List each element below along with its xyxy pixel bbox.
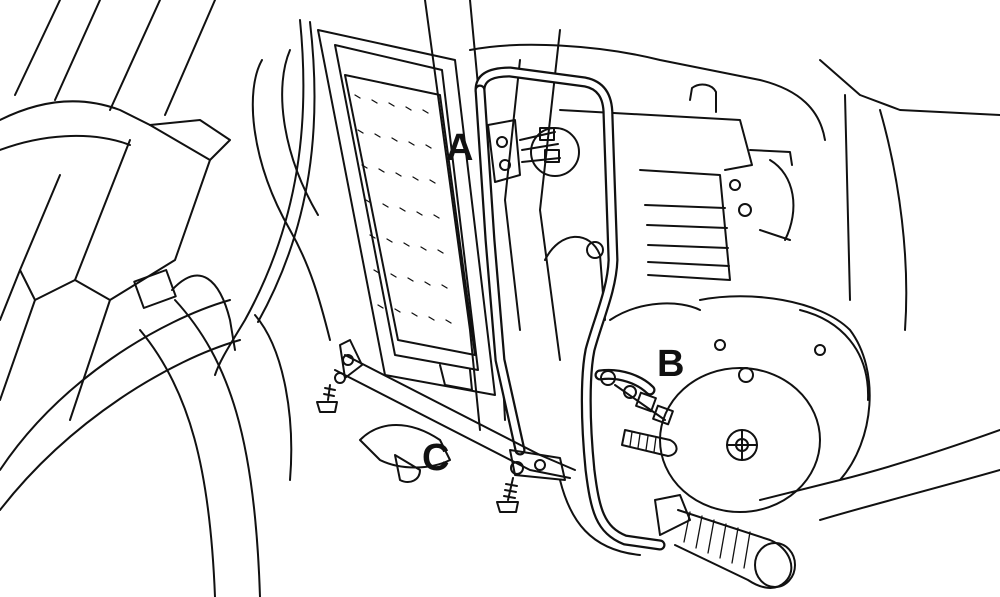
callout-c: C xyxy=(422,437,449,479)
engine-cylinder xyxy=(469,29,1000,361)
front-wheel xyxy=(0,299,293,597)
callout-b: B xyxy=(657,343,684,385)
callout-a: A xyxy=(446,127,473,169)
mount-plate-a xyxy=(487,119,580,183)
crash-bar xyxy=(474,66,666,551)
engine-cover xyxy=(609,295,1000,521)
front-cable xyxy=(171,19,316,376)
footpeg xyxy=(559,479,796,589)
callout-labels: A B C xyxy=(422,127,684,479)
bolt-upper-left xyxy=(316,372,346,413)
lower-bracket xyxy=(334,339,576,483)
radiator xyxy=(251,29,496,396)
mount-plate-b xyxy=(600,370,678,457)
bolt-lower xyxy=(496,461,524,513)
front-fork xyxy=(0,0,231,421)
